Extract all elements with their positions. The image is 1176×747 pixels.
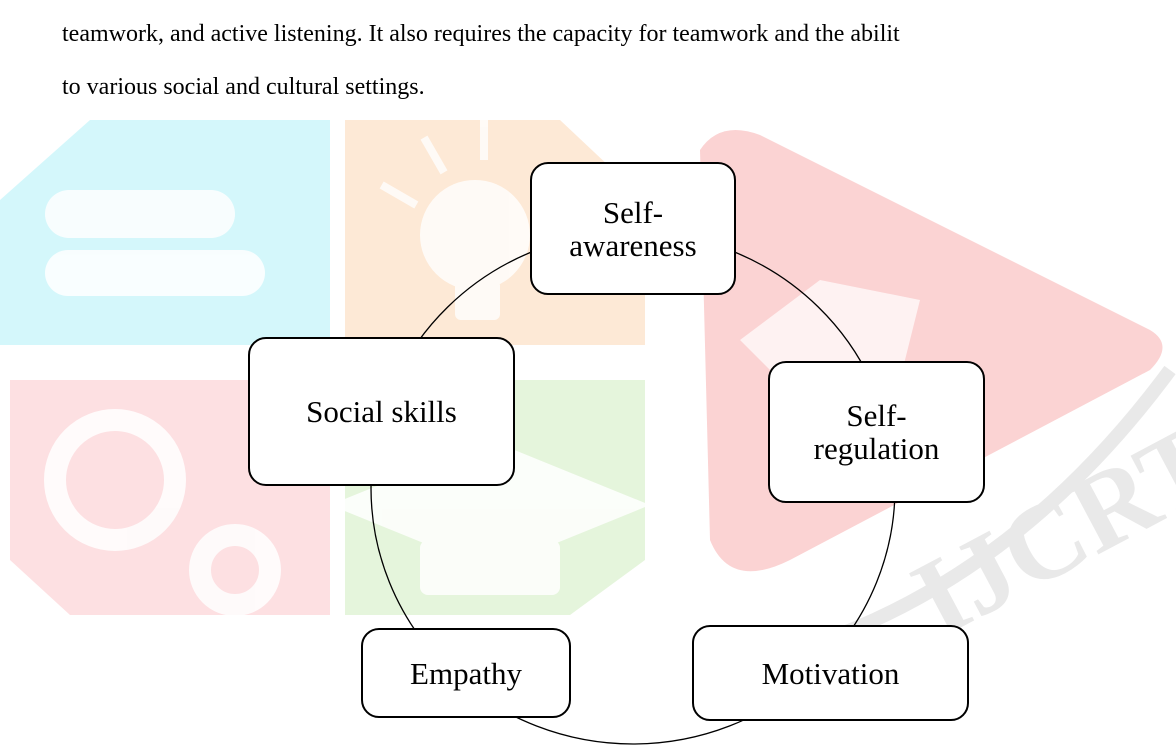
node-social-skills-label: Social skills (306, 394, 457, 429)
node-empathy: Empathy (361, 628, 571, 718)
node-self-regulation: Self- regulation (768, 361, 985, 503)
node-self-awareness-line-1: Self- (602, 194, 664, 230)
node-empathy-label: Empathy (410, 655, 522, 691)
cloud-circuit-icon (45, 190, 265, 296)
node-self-awareness-line-2: awareness (569, 227, 697, 263)
node-self-regulation-line-1: Self- (846, 398, 907, 433)
gear-icon (44, 409, 281, 616)
node-self-regulation-line-2: regulation (813, 431, 940, 466)
paragraph-line-1: teamwork, and active listening. It also … (62, 21, 900, 47)
paragraph-line-2: to various social and cultural settings. (62, 74, 425, 100)
node-social-skills: Social skills (248, 337, 515, 486)
light-bulb-icon (379, 120, 530, 320)
node-self-awareness: Self- awareness (530, 162, 736, 295)
node-motivation-label: Motivation (761, 655, 900, 691)
node-motivation: Motivation (692, 625, 969, 721)
